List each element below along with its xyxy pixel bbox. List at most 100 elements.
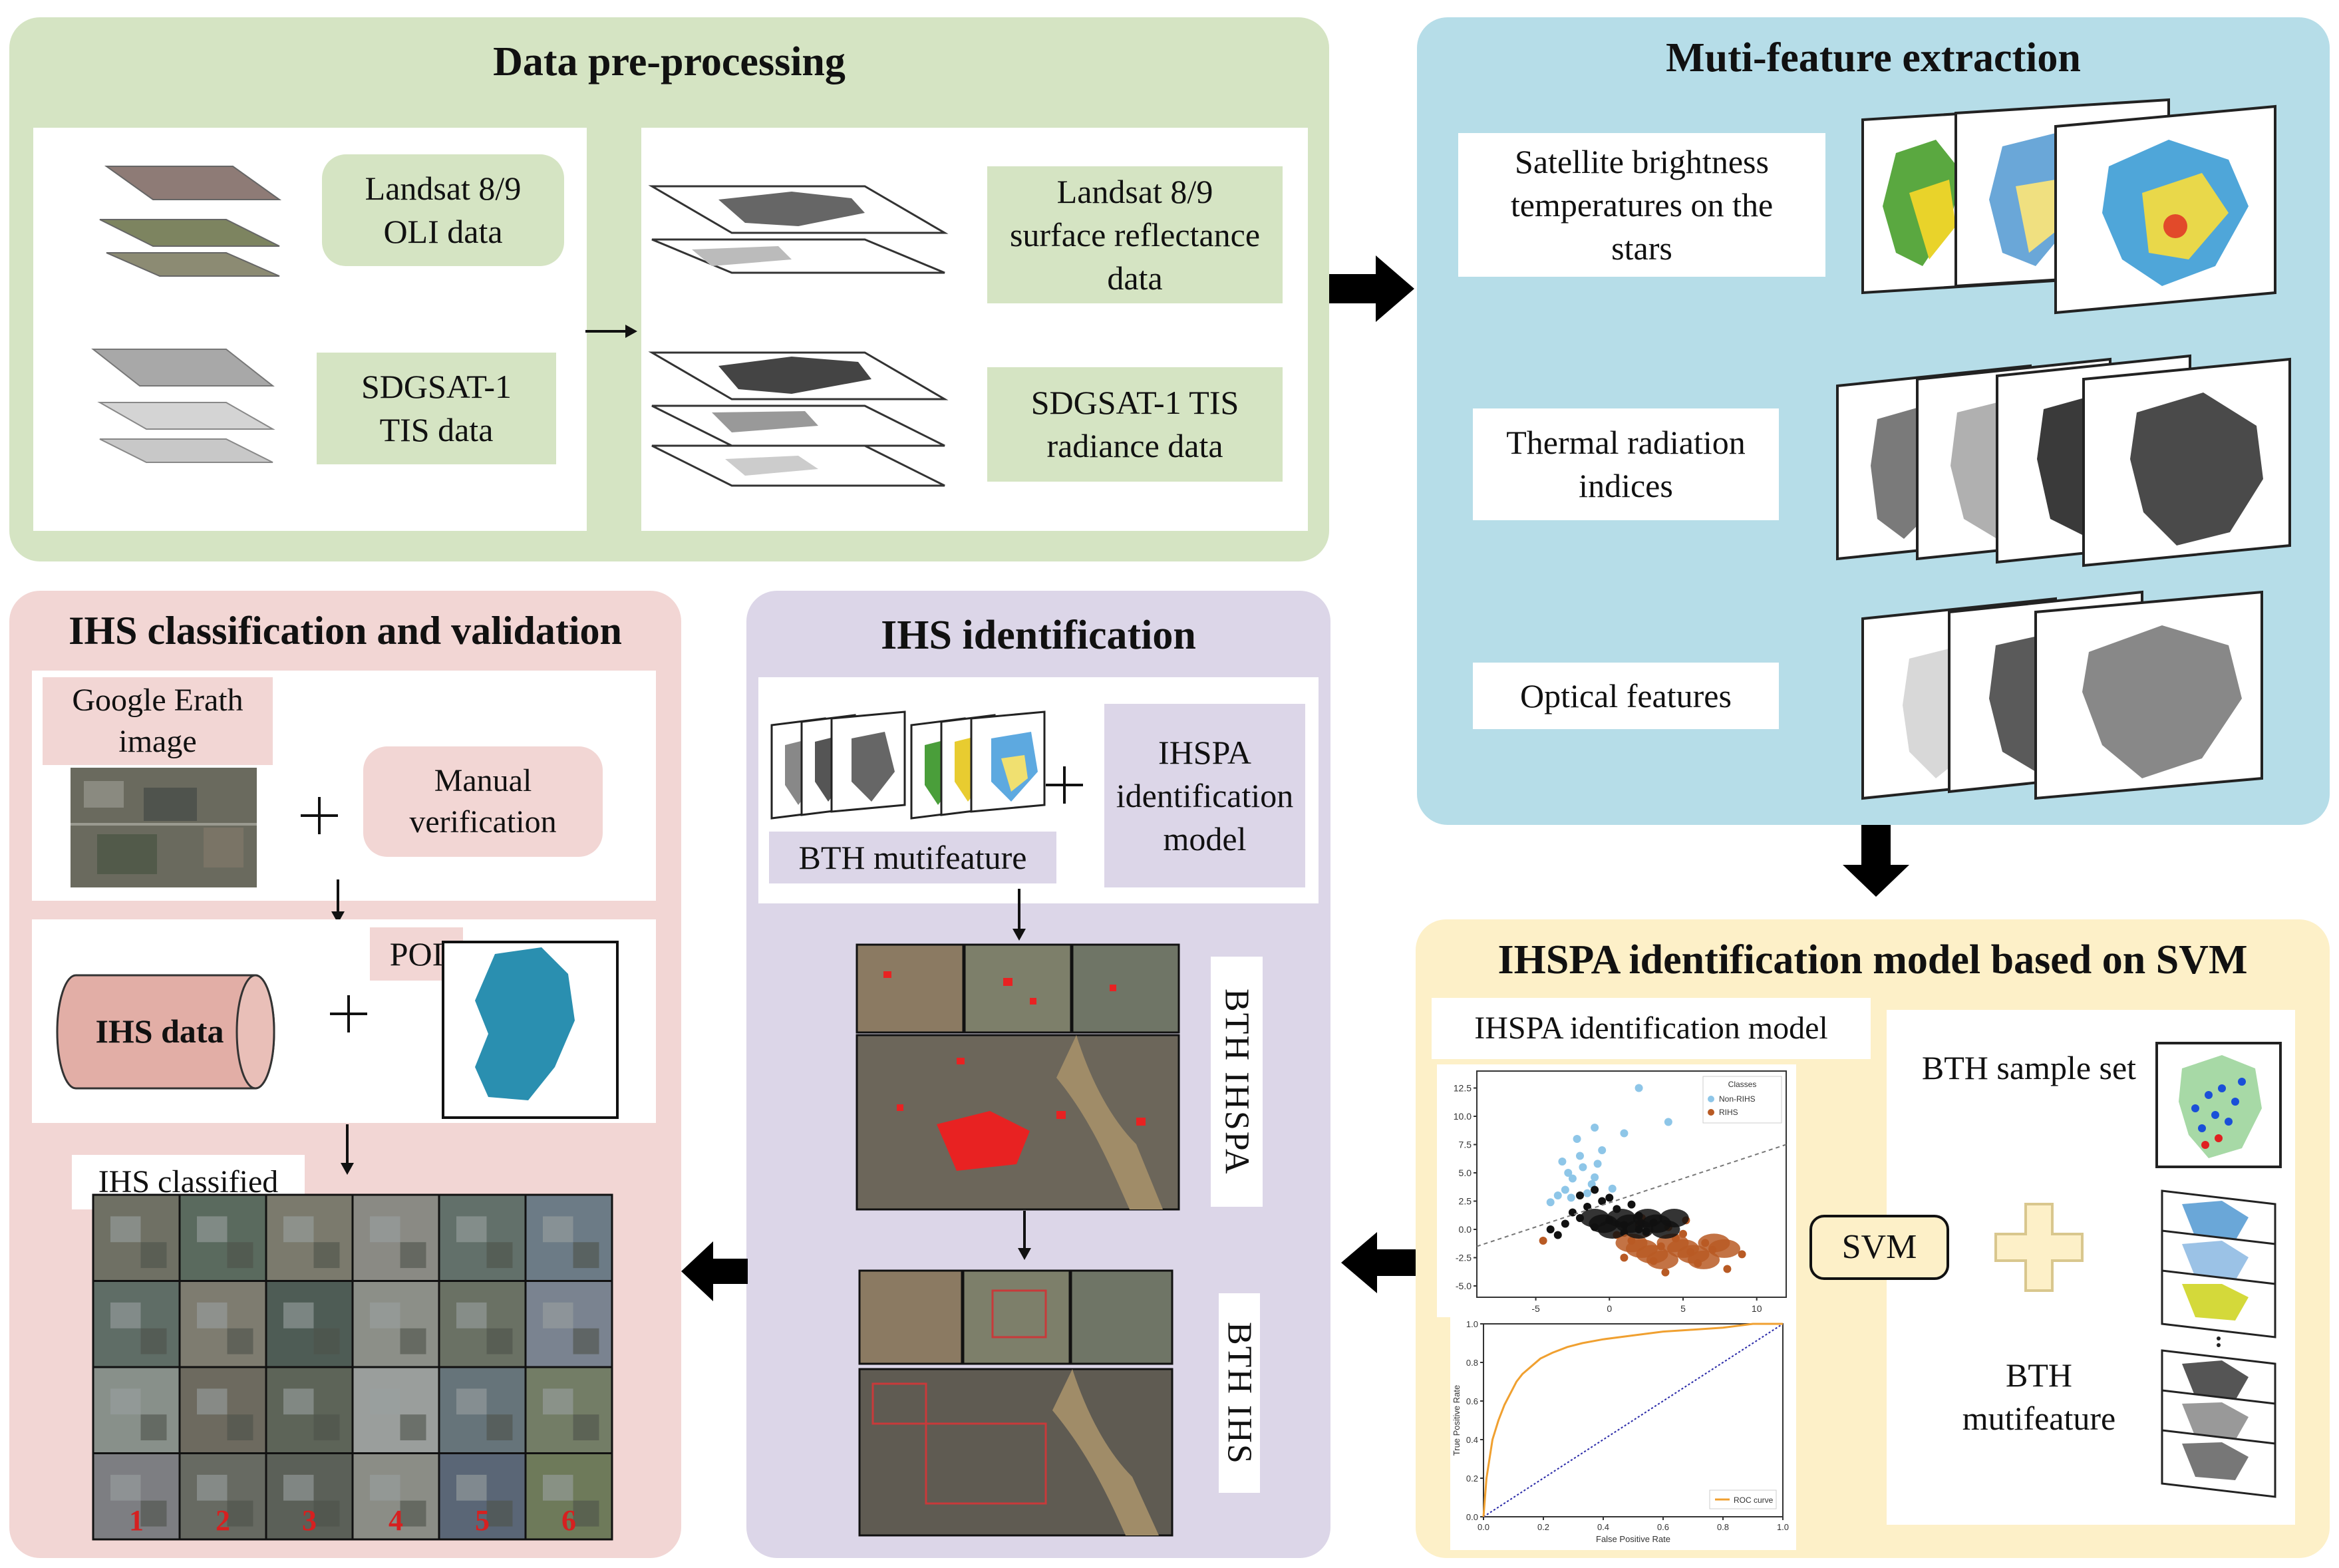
scatter-point: [1553, 1191, 1562, 1199]
classified-tile-feature: [197, 1302, 228, 1329]
scatter-xtick-label: 5: [1680, 1303, 1686, 1314]
scatter-legend-entry: Non-RIHS: [1719, 1094, 1756, 1104]
roc-xtick-label: 0.4: [1597, 1522, 1609, 1532]
scatter-point: [1598, 1197, 1607, 1205]
scatter-point: [1568, 1174, 1577, 1183]
roc-xtick-label: 1.0: [1777, 1522, 1789, 1532]
scatter-point: [1553, 1231, 1562, 1239]
roc-xtick-label: 0.0: [1478, 1522, 1489, 1532]
scatter-point: [1558, 1158, 1567, 1166]
plus-sign: [301, 797, 338, 834]
roc-ylabel: True Positive Rate: [1452, 1385, 1462, 1456]
classified-tile-feature: [140, 1328, 167, 1354]
roc-curve: [1482, 1323, 1783, 1517]
scatter-ytick-label: 10.0: [1454, 1111, 1472, 1122]
roc-xtick-label: 0.2: [1537, 1522, 1549, 1532]
manual-verification-label: Manual verification: [363, 746, 603, 857]
classified-tile-feature: [486, 1328, 513, 1354]
classified-tile-feature: [313, 1414, 340, 1441]
svm-label: SVM: [1809, 1215, 1949, 1280]
brightness-map-stack: [1861, 98, 2276, 315]
ihspa-model-label: IHSPA identification model: [1104, 704, 1305, 887]
classified-tile-feature: [486, 1500, 513, 1527]
arrow-down-big: [1843, 825, 1909, 897]
scatter-point: [1620, 1253, 1629, 1262]
roc-ytick-label: 0.6: [1466, 1396, 1478, 1406]
scatter-xtick-label: 0: [1607, 1303, 1612, 1314]
scatter-point: [1620, 1129, 1629, 1138]
classified-tile-feature: [197, 1216, 228, 1243]
svm-model-label: IHSPA identification model: [1432, 998, 1871, 1059]
classified-tile-feature: [370, 1302, 400, 1329]
scatter-point: [1593, 1160, 1602, 1168]
classified-tile-feature: [456, 1474, 487, 1501]
scatter-cluster: [1659, 1209, 1689, 1227]
classified-tile-feature: [370, 1388, 400, 1415]
sdgsat-tis-label: SDGSAT-1 TIS data: [317, 353, 556, 464]
sample-set-label: BTH sample set: [1921, 1048, 2137, 1086]
scatter-ytick-label: 12.5: [1454, 1083, 1472, 1094]
classified-tile-feature: [573, 1242, 599, 1269]
panel-title: Data pre-processing: [493, 39, 846, 84]
plus-sign: [1046, 766, 1083, 804]
scatter-point: [1591, 1124, 1599, 1132]
roc-ytick-label: 1.0: [1466, 1319, 1478, 1329]
scatter-legend-marker: [1708, 1096, 1714, 1102]
classified-tile-feature: [543, 1302, 573, 1329]
scatter-point: [1608, 1184, 1617, 1193]
classified-tile-feature: [110, 1474, 141, 1501]
scatter-legend-title: Classes: [1728, 1080, 1757, 1089]
scatter-legend-marker: [1708, 1109, 1714, 1116]
radiance-stack: [648, 351, 949, 487]
scatter-point: [1598, 1146, 1607, 1154]
scatter-point: [1561, 1219, 1569, 1228]
bth-mutifeature-label: BTH mutifeature: [769, 832, 1056, 883]
classified-tile-feature: [313, 1242, 340, 1269]
class-number: 2: [216, 1504, 230, 1537]
landsat-oli-label: Landsat 8/9 OLI data: [322, 154, 564, 266]
ihs-data-cylinder: [56, 974, 275, 1090]
scatter-point: [1661, 1268, 1670, 1277]
classified-tile-feature: [140, 1242, 167, 1269]
classified-tile-feature: [110, 1302, 141, 1329]
scatter-point: [1723, 1265, 1732, 1273]
scatter-point: [1576, 1152, 1584, 1160]
classified-tile-feature: [283, 1474, 314, 1501]
thermal-label: Thermal radiation indices: [1473, 408, 1779, 520]
mutifeature-thumbs: ...: [770, 710, 1046, 820]
roc-xlabel: False Positive Rate: [1596, 1534, 1670, 1544]
roc-legend-entry: ROC curve: [1734, 1495, 1774, 1505]
classified-tile-feature: [370, 1474, 400, 1501]
classified-tile-feature: [197, 1388, 228, 1415]
scatter-point: [1605, 1193, 1614, 1202]
classified-tile-feature: [543, 1474, 573, 1501]
scatter-point: [1546, 1225, 1555, 1233]
classified-tile-feature: [456, 1388, 487, 1415]
classified-tile-feature: [456, 1216, 487, 1243]
google-image-label: Google Erath image: [43, 677, 273, 765]
class-number: 1: [129, 1504, 144, 1537]
scatter-point: [1561, 1185, 1569, 1194]
bth-ihspa-imagery: [856, 943, 1180, 1211]
arrow-left-big-2: [681, 1241, 748, 1301]
class-number: 6: [561, 1504, 576, 1537]
classified-tile-feature: [283, 1216, 314, 1243]
scatter-point: [1591, 1185, 1599, 1194]
classified-tile-feature: [400, 1500, 426, 1527]
brightness-label: Satellite brightness temperatures on the…: [1458, 133, 1825, 277]
sdgsat-image-stack: [91, 349, 275, 463]
scatter-point: [1539, 1237, 1547, 1245]
scatter-point: [1573, 1135, 1581, 1143]
classified-tile-feature: [486, 1242, 513, 1269]
roc-xtick-label: 0.6: [1657, 1522, 1669, 1532]
classified-tile-feature: [140, 1500, 167, 1527]
panel-title: IHSPA identification model based on SVM: [1497, 937, 2248, 983]
bth-ihspa-label: BTH IHSPA: [1211, 957, 1263, 1207]
class-number: 4: [389, 1504, 403, 1537]
plus-sign: [330, 995, 367, 1032]
roc-diagonal: [1483, 1323, 1784, 1517]
plus-sign-large: [1994, 1203, 2084, 1292]
classified-tile-feature: [543, 1388, 573, 1415]
